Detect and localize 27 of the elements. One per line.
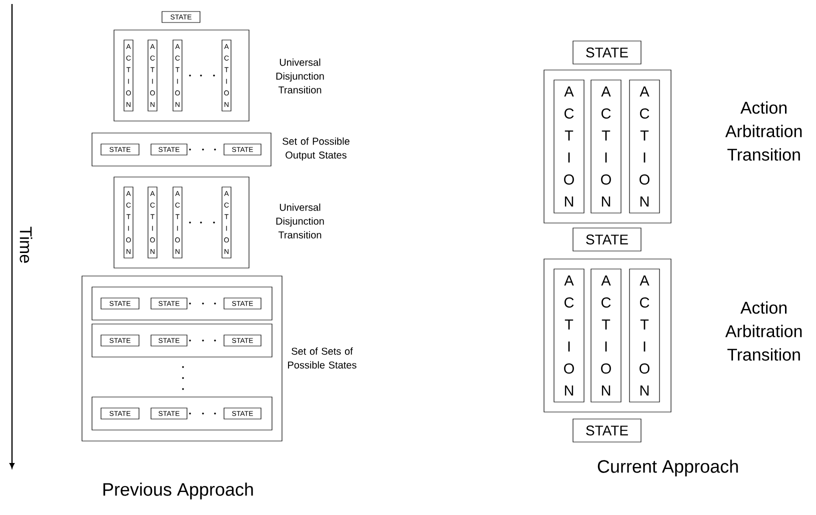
axis-label: Time bbox=[20, 226, 32, 263]
action-box: ACTION bbox=[590, 80, 622, 214]
action-box: ACTION bbox=[554, 80, 584, 214]
node-caption: Universal Disjunction Transition bbox=[276, 58, 324, 94]
panel-title: Current Approach bbox=[598, 460, 738, 476]
action-box: ACTION bbox=[554, 268, 584, 402]
group-box bbox=[92, 324, 272, 358]
node-caption: Action Arbitration Transition bbox=[725, 101, 802, 161]
action-box: ACTION bbox=[590, 268, 622, 402]
group-box bbox=[114, 30, 250, 122]
group-box bbox=[114, 176, 250, 268]
group-box bbox=[92, 132, 272, 166]
action-box: ACTION bbox=[629, 268, 660, 402]
group-box bbox=[92, 396, 272, 430]
panel-title: Previous Approach bbox=[103, 482, 253, 500]
group-box bbox=[544, 258, 672, 412]
node-caption: Set of Sets of Possible States bbox=[288, 347, 356, 369]
group-box bbox=[82, 276, 282, 442]
state-box: STATE bbox=[572, 40, 642, 64]
group-box bbox=[92, 286, 272, 320]
node-caption: Action Arbitration Transition bbox=[725, 301, 802, 361]
group-box bbox=[544, 70, 672, 224]
node-caption: Set of Possible Output States bbox=[282, 137, 350, 161]
state-box: STATE bbox=[572, 228, 642, 252]
action-box: ACTION bbox=[629, 80, 660, 214]
node-caption: Universal Disjunction Transition bbox=[276, 204, 324, 238]
state-box: STATE bbox=[572, 418, 642, 442]
